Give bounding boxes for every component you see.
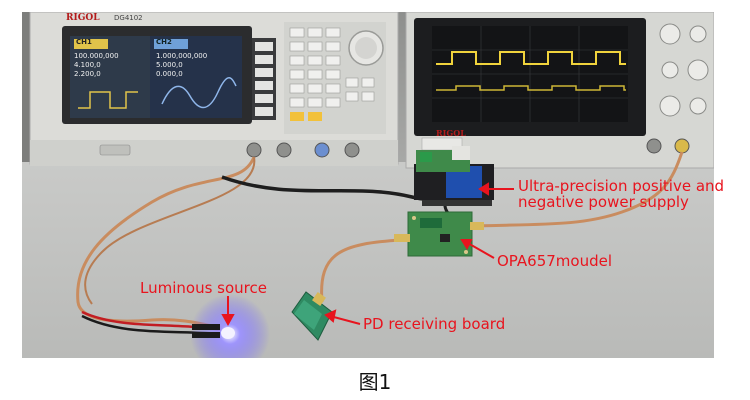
lab-photo: RIGOL DG4102 CH1 CH2 100.000,000 4.100,0…: [22, 12, 714, 358]
label-opa657-module: OPA657moudel: [497, 252, 612, 270]
label-power-supply: Ultra-precision positive and negative po…: [518, 177, 725, 211]
scope-brand: RIGOL: [436, 128, 466, 138]
led-luminous-source: [190, 294, 270, 358]
annotation-arrows: [221, 182, 514, 327]
coax-cable-pd: [320, 238, 401, 303]
coax-cable-scope: [471, 151, 684, 228]
generator-model: DG4102: [114, 14, 143, 22]
ch1-readout-3: 2.200,0: [74, 70, 101, 78]
ch1-readout-1: 100.000,000: [74, 52, 119, 60]
ch2-readout-3: 0.000,0: [156, 70, 183, 78]
oscilloscope: [405, 12, 714, 169]
label-luminous-source: Luminous source: [140, 279, 267, 297]
pd-receiving-board: [291, 291, 333, 341]
generator-brand: RIGOL: [66, 13, 100, 23]
scope-trace-ch2: [436, 85, 626, 91]
table-surface: [22, 162, 714, 358]
usb-port: [99, 144, 131, 156]
scope-input-connector: [674, 138, 690, 154]
figure-caption: 图1: [358, 370, 392, 394]
ch2-readout-2: 5.000,0: [156, 61, 183, 69]
label-pd-board: PD receiving board: [363, 315, 506, 333]
lab-scene: [22, 12, 714, 358]
opa657-module: [394, 211, 484, 257]
coax-cable-generator: [76, 156, 256, 330]
ch1-output-connector: [246, 142, 262, 158]
scope-trace-ch1: [436, 51, 626, 65]
function-generator: [29, 12, 399, 166]
ch2-readout-1: 1.000,000,000: [156, 52, 208, 60]
ch1-label: CH1: [76, 38, 92, 46]
ch2-label: CH2: [156, 38, 172, 46]
ch1-readout-2: 4.100,0: [74, 61, 101, 69]
power-supply-module: [414, 146, 494, 206]
